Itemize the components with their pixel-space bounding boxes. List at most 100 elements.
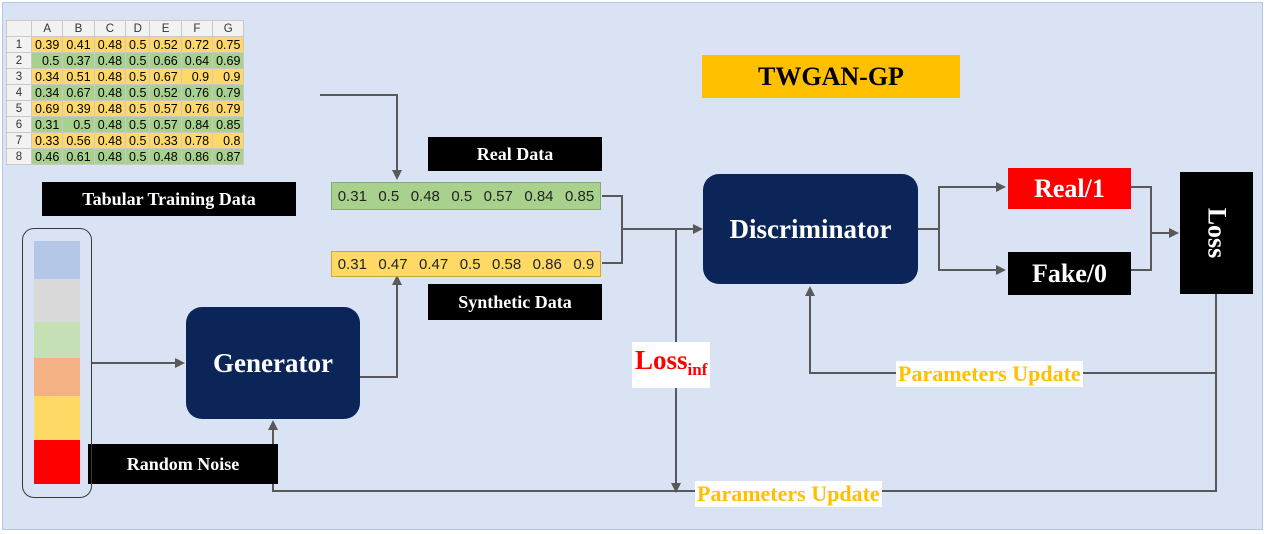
sheet-cell: 0.5 xyxy=(125,100,151,117)
generator-box: Generator xyxy=(186,307,360,419)
sheet-cell: 0.37 xyxy=(62,52,95,69)
strip-value: 0.48 xyxy=(410,187,440,205)
sheet-cell: 0.76 xyxy=(180,84,214,101)
real-data-label: Real Data xyxy=(428,137,602,171)
sheet-row-header: 3 xyxy=(6,68,32,85)
sheet-column-header: A xyxy=(30,20,64,37)
sheet-cell: 0.57 xyxy=(149,100,182,117)
sheet-cell: 0.31 xyxy=(30,116,64,133)
line-real-to-merge xyxy=(602,195,623,229)
sheet-cell: 0.33 xyxy=(149,132,182,149)
noise-cell xyxy=(34,358,80,396)
sheet-column-header: E xyxy=(149,20,182,37)
sheet-cell: 0.69 xyxy=(30,100,64,117)
sheet-cell: 0.8 xyxy=(212,132,245,149)
strip-value: 0.9 xyxy=(573,255,595,273)
strip-value: 0.5 xyxy=(459,255,481,273)
sheet-cell: 0.52 xyxy=(149,84,182,101)
arrow-table-to-real xyxy=(320,94,402,180)
loss-inf-label: Lossinf xyxy=(632,342,711,388)
random-noise-vector xyxy=(22,228,92,498)
sheet-cell: 0.48 xyxy=(93,68,127,85)
noise-cell xyxy=(34,241,80,279)
sheet-cell: 0.5 xyxy=(125,148,151,165)
sheet-cell: 0.66 xyxy=(149,52,182,69)
loss-inf-subscript: inf xyxy=(687,360,708,379)
arrow-to-fake0 xyxy=(938,229,1006,275)
sheet-cell: 0.78 xyxy=(180,132,214,149)
arrow-to-real1 xyxy=(938,182,1006,229)
sheet-cell: 0.85 xyxy=(212,116,245,133)
sheet-column-header: B xyxy=(62,20,95,37)
synthetic-data-label: Synthetic Data xyxy=(428,284,602,320)
real1-output: Real/1 xyxy=(1008,168,1131,209)
sheet-cell: 0.48 xyxy=(93,132,127,149)
strip-value: 0.5 xyxy=(378,187,400,205)
sheet-cell: 0.56 xyxy=(62,132,95,149)
sheet-row-header: 8 xyxy=(6,148,32,165)
sheet-cell: 0.48 xyxy=(149,148,182,165)
sheet-cell: 0.64 xyxy=(180,52,214,69)
line-fake0-to-loss xyxy=(1131,233,1152,271)
sheet-cell: 0.51 xyxy=(62,68,95,85)
fake0-output: Fake/0 xyxy=(1008,252,1131,295)
noise-cell xyxy=(34,279,80,322)
loss-box: Loss xyxy=(1180,172,1253,294)
sheet-cell: 0.48 xyxy=(93,100,127,117)
sheet-cell: 0.5 xyxy=(125,68,151,85)
sheet-cell: 0.76 xyxy=(180,100,214,117)
sheet-cell: 0.39 xyxy=(62,100,95,117)
sheet-cell: 0.87 xyxy=(212,148,245,165)
sheet-cell: 0.9 xyxy=(212,68,245,85)
strip-value: 0.84 xyxy=(524,187,554,205)
sheet-cell: 0.72 xyxy=(180,36,214,53)
line-synthetic-to-merge xyxy=(602,229,623,264)
sheet-cell: 0.67 xyxy=(149,68,182,85)
sheet-column-header: C xyxy=(93,20,127,37)
sheet-column-header: F xyxy=(180,20,214,37)
arrow-loss-to-generator xyxy=(268,373,1217,492)
discriminator-box: Discriminator xyxy=(703,174,918,284)
sheet-column-header: D xyxy=(125,20,151,37)
sheet-column-header: G xyxy=(212,20,245,37)
strip-value: 0.58 xyxy=(492,255,522,273)
sheet-cell: 0.75 xyxy=(212,36,245,53)
sheet-cell: 0.46 xyxy=(30,148,64,165)
strip-value: 0.85 xyxy=(564,187,595,205)
sheet-row-header: 1 xyxy=(6,36,32,53)
sheet-cell: 0.39 xyxy=(30,36,64,53)
sheet-cell: 0.34 xyxy=(30,84,64,101)
sheet-cell: 0.5 xyxy=(125,84,151,101)
sheet-cell: 0.69 xyxy=(212,52,245,69)
sheet-cell: 0.5 xyxy=(125,52,151,69)
tabular-training-data-label: Tabular Training Data xyxy=(42,182,296,216)
loss-label: Loss xyxy=(1202,207,1232,259)
loss-inf-main: Loss xyxy=(635,345,688,375)
sheet-row-header: 5 xyxy=(6,100,32,117)
strip-value: 0.86 xyxy=(532,255,562,273)
sheet-cell: 0.86 xyxy=(180,148,214,165)
sheet-row-header: 7 xyxy=(6,132,32,149)
strip-value: 0.57 xyxy=(483,187,513,205)
sheet-cell: 0.48 xyxy=(93,84,127,101)
sheet-cell: 0.9 xyxy=(180,68,214,85)
strip-value: 0.31 xyxy=(337,255,367,273)
sheet-row-header: 4 xyxy=(6,84,32,101)
parameters-update-bottom: Parameters Update xyxy=(695,481,882,507)
sheet-cell: 0.5 xyxy=(125,116,151,133)
arrow-generator-to-synthetic xyxy=(360,275,402,378)
sheet-cell: 0.48 xyxy=(93,116,127,133)
model-title: TWGAN-GP xyxy=(702,55,960,98)
line-real1-to-loss xyxy=(1131,186,1152,233)
sheet-cell: 0.5 xyxy=(30,52,64,69)
